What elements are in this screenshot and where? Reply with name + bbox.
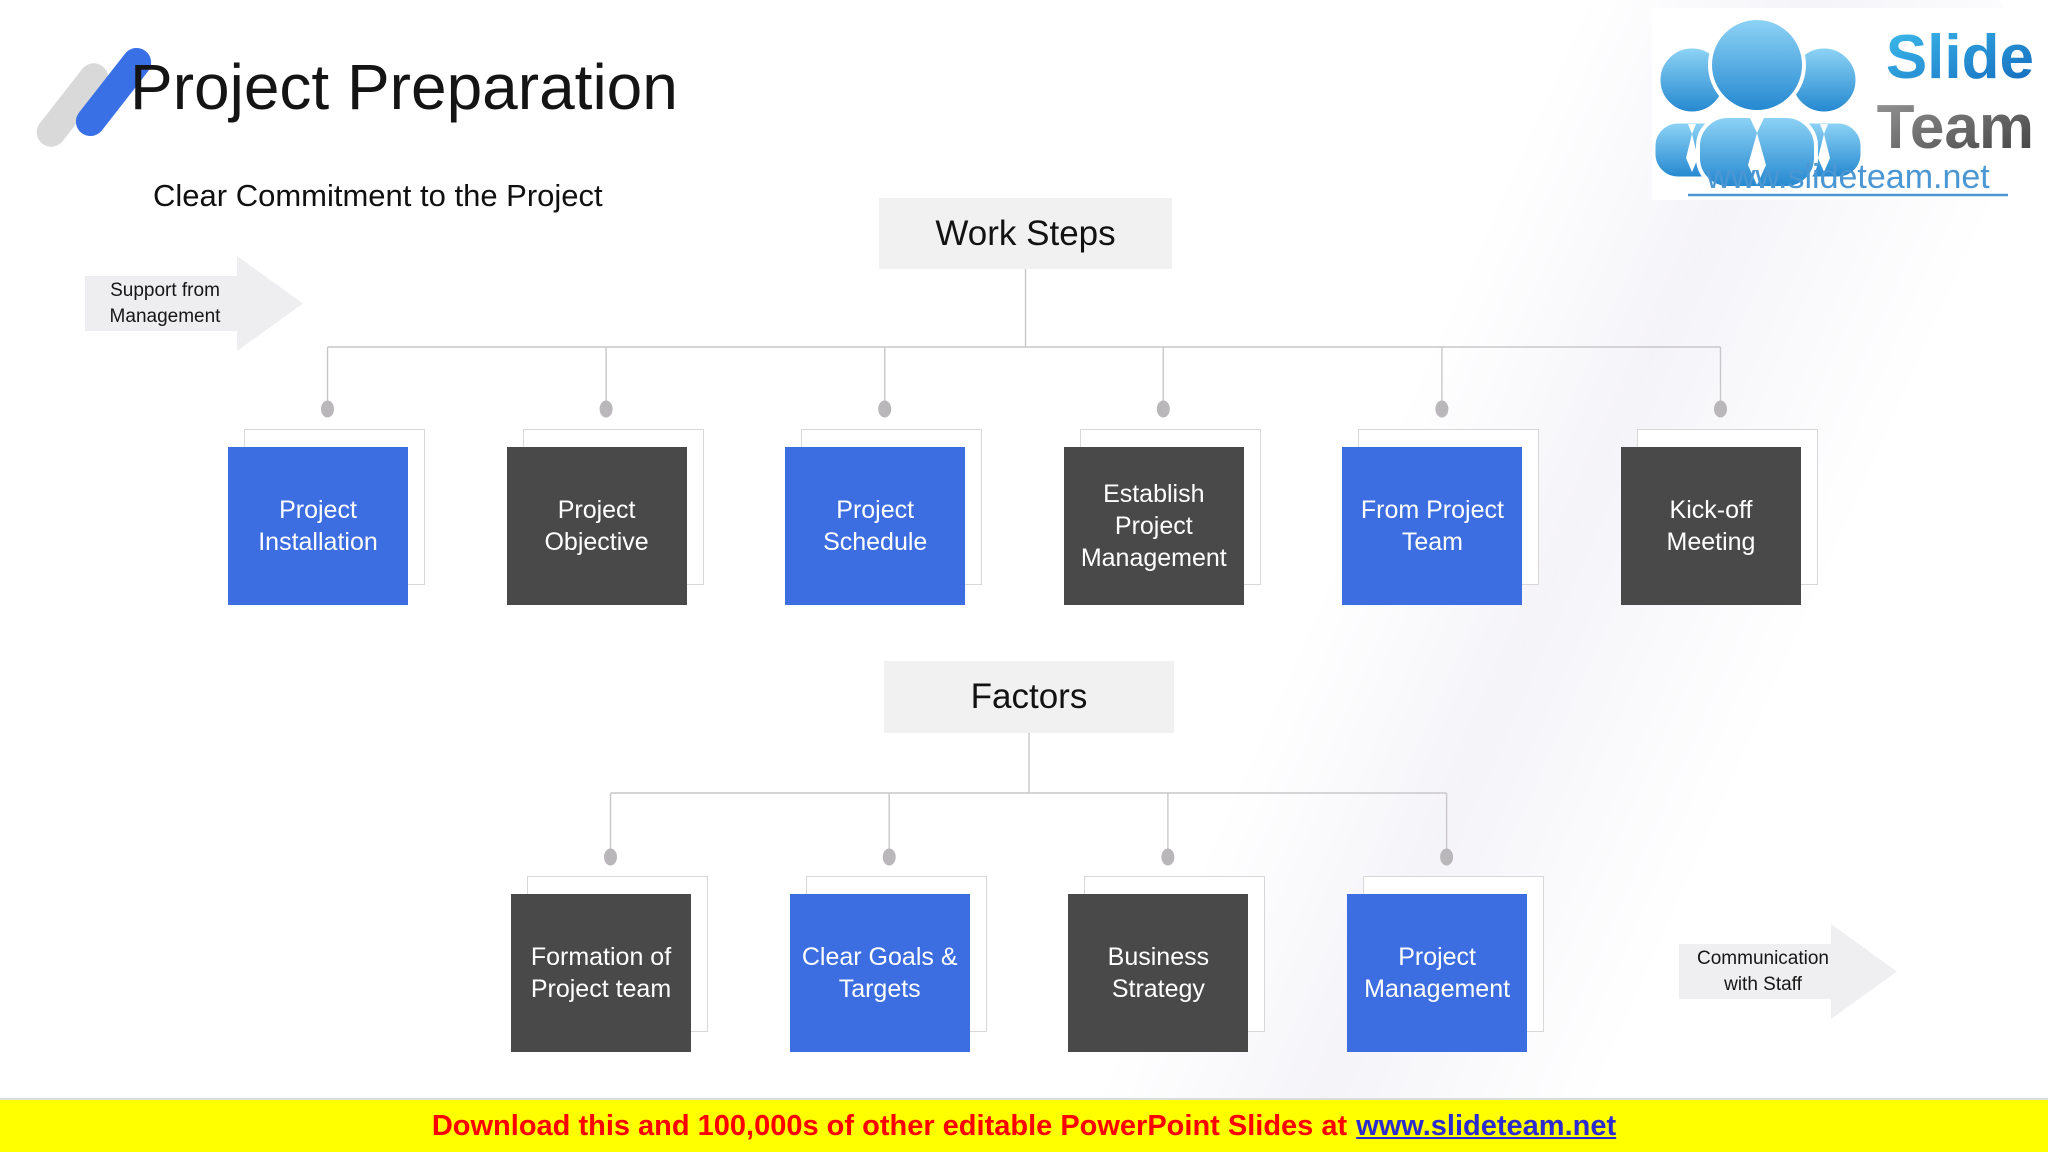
flow-box-group: Project Objective [506, 429, 706, 605]
flow-box-label: Project Management [1364, 943, 1511, 1003]
promo-banner-text: Download this and 100,000s of other edit… [431, 1109, 1348, 1142]
flow-box: Kick-off Meeting [1621, 447, 1801, 605]
flow-box: Clear Goals & Targets [789, 894, 970, 1052]
flow-box-group: Project Schedule [785, 429, 984, 605]
communication-with-staff-arrow: Communication with Staff [1679, 924, 1897, 1019]
flow-box-group: From Project Team [1342, 429, 1541, 605]
slide-canvas: Project Preparation Clear Commitment to … [30, 0, 2048, 1098]
factors-header: Factors [884, 661, 1174, 733]
right-arrow-shape [1679, 924, 1897, 1019]
promo-banner-link[interactable]: www.slideteam.net [1356, 1109, 1617, 1142]
slideteam-logo: Slide Team www.slideteam.net [1652, 8, 2044, 200]
page-subtitle: Clear Commitment to the Project [153, 178, 603, 213]
flow-box-group: Business Strategy [1068, 876, 1267, 1052]
flow-box: Project Installation [228, 447, 408, 605]
flow-box: Establish Project Management [1063, 447, 1244, 605]
work-steps-header: Work Steps [879, 198, 1172, 269]
flow-box: Project Schedule [785, 447, 966, 605]
flow-box-label: Formation of Project team [530, 943, 672, 1003]
flow-box-label: Project Objective [544, 496, 649, 556]
flow-box-group: Establish Project Management [1063, 429, 1263, 605]
logo-brand-bottom: Team [1877, 93, 2034, 162]
flow-box-label: Kick-off Meeting [1666, 496, 1756, 556]
flow-box-group: Formation of Project team [511, 876, 710, 1052]
flow-box-group: Kick-off Meeting [1621, 429, 1820, 605]
flow-box: Project Management [1347, 894, 1528, 1052]
support-from-management-arrow: Support from Management [85, 256, 303, 351]
flow-box-label: Project Schedule [823, 496, 928, 556]
flow-box-label: Project Installation [258, 496, 378, 556]
left-arrow-label: Support from Management [109, 279, 221, 327]
flow-box-label: Establish Project Management [1080, 480, 1227, 572]
right-arrow-shape [85, 256, 303, 351]
people-icon [1652, 16, 1864, 190]
flow-box: Business Strategy [1068, 894, 1249, 1052]
logo-url-link[interactable]: www.slideteam.net [1705, 158, 1990, 196]
flow-box-label: From Project Team [1360, 496, 1504, 556]
flow-box-group: Project Installation [228, 429, 427, 605]
flow-box-label: Business Strategy [1107, 943, 1210, 1003]
page-title: Project Preparation [130, 51, 678, 123]
flow-box-group: Clear Goals & Targets [789, 876, 989, 1052]
connector-lines [321, 269, 1727, 866]
slideteam-logo-graphic: Slide Team www.slideteam.net [1652, 16, 2034, 197]
promo-banner: Download this and 100,000s of other edit… [0, 1098, 2048, 1152]
flow-box: From Project Team [1342, 447, 1523, 605]
flow-box-group: Project Management [1347, 876, 1546, 1052]
flow-box: Project Objective [506, 447, 687, 605]
flow-box-label: Clear Goals & Targets [801, 943, 958, 1003]
logo-brand-top: Slide [1886, 23, 2034, 92]
flow-box: Formation of Project team [511, 894, 691, 1052]
right-arrow-label: Communication with Staff [1697, 947, 1829, 995]
